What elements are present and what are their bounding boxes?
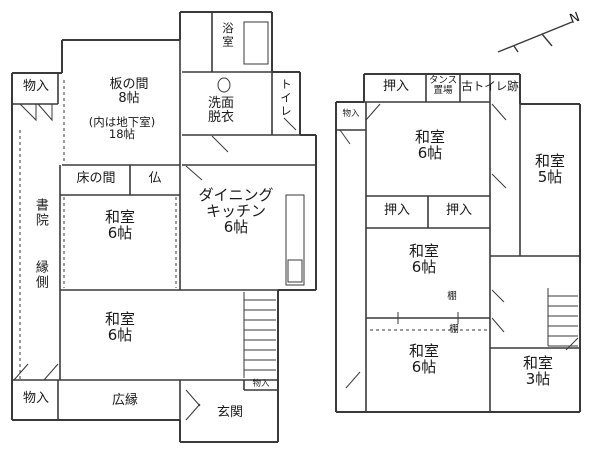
label-monoire-top-left: 物入 <box>22 79 49 94</box>
label-tana-1: 棚 <box>447 291 457 302</box>
label-monoire-f2: 物入 <box>342 109 360 119</box>
label-hiroen: 広縁 <box>111 393 138 408</box>
label-butsudan: 仏 <box>148 171 162 186</box>
label-washitsu-lower: 和室 6帖 <box>104 310 135 344</box>
label-washitsu-e: 和室 3帖 <box>522 354 553 388</box>
floor2-walls <box>335 73 581 413</box>
label-furutoilet: 古トイレ跡 <box>461 79 519 93</box>
floor1-walls <box>11 11 317 443</box>
floor2-dashed <box>365 320 488 410</box>
label-washitsu-c: 和室 6帖 <box>408 242 439 276</box>
label-shoin: 書院 <box>32 198 48 228</box>
label-tansu: タンス 置場 <box>428 75 458 96</box>
label-basement-note: (内は地下室) 18帖 <box>88 115 156 142</box>
label-oshiire-mid2: 押入 <box>445 203 472 218</box>
label-genkan: 玄関 <box>216 405 243 420</box>
label-tana-2: 棚 <box>449 324 459 335</box>
label-yokushitsu: 浴室 <box>221 22 236 49</box>
floor2-details <box>339 103 579 389</box>
north-arrow-icon <box>497 21 573 53</box>
label-monoire-bottom-left: 物入 <box>22 391 49 406</box>
label-itanoma: 板の間 8帖 <box>109 77 149 106</box>
label-engawa: 縁側 <box>32 260 48 290</box>
label-tokonoma: 床の間 <box>76 171 116 186</box>
label-toilet: トイレ <box>279 78 294 119</box>
label-washitsu-a: 和室 6帖 <box>414 128 445 162</box>
floor1-dashed <box>19 80 177 380</box>
label-oshiire-mid1: 押入 <box>383 203 410 218</box>
label-washitsu-d: 和室 6帖 <box>408 342 439 376</box>
label-monoire-small: 物入 <box>252 379 270 389</box>
label-dining-kitchen: ダイニング キッチン 6帖 <box>198 186 274 236</box>
label-senmen-datsui: 洗面 脱衣 <box>207 96 234 125</box>
label-washitsu-mid: 和室 6帖 <box>104 208 135 242</box>
floor1-details <box>13 21 305 421</box>
floor2-partitions <box>336 74 580 412</box>
floor1-partitions <box>12 12 316 420</box>
label-washitsu-b: 和室 5帖 <box>534 152 565 186</box>
label-oshiire-top: 押入 <box>382 79 409 94</box>
